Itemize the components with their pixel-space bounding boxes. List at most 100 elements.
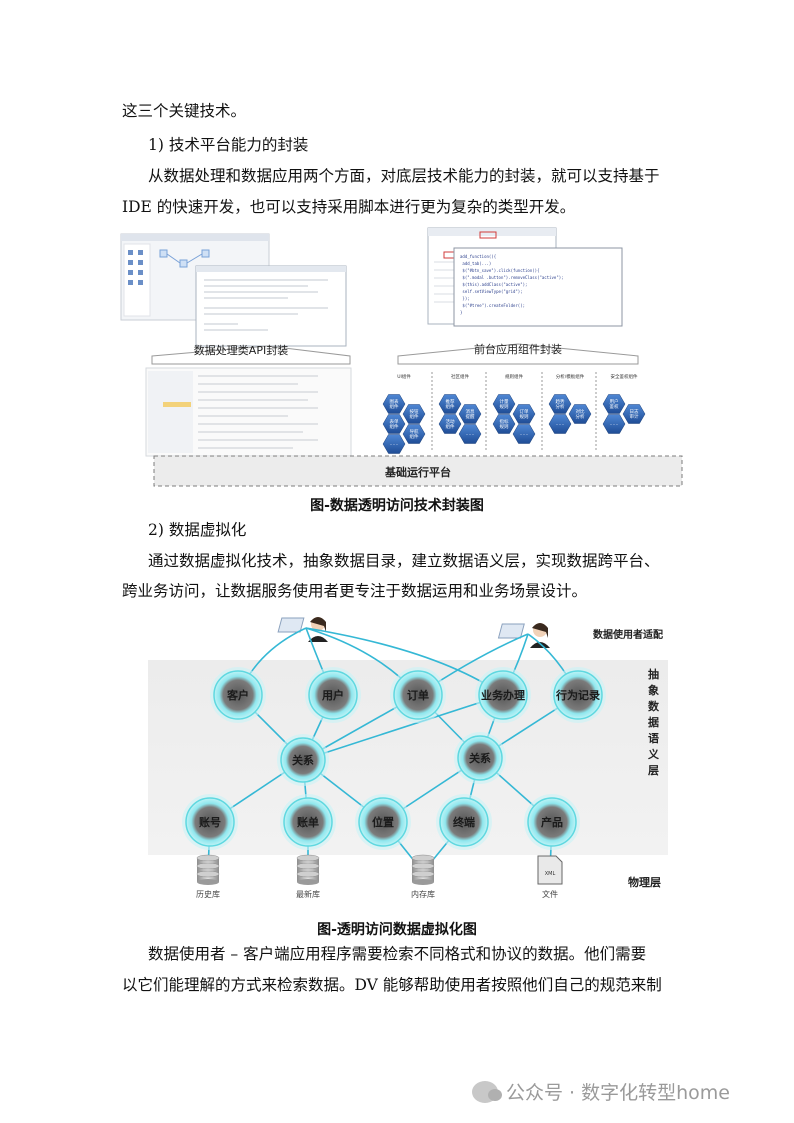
component-hexagon <box>402 424 426 444</box>
paragraph-consumer-2: 以它们能理解的方式来检索数据。DV 能够帮助使用者按照他们自己的规范来制 <box>122 976 662 994</box>
component-hexagon <box>458 424 482 444</box>
banner-right: 前台应用组件封装 <box>397 342 639 365</box>
figure-virtualization: 客户用户订单业务办理行为记录关系关系账号账单位置终端产品 历史库最新库内存库XM… <box>148 612 668 899</box>
watermark-text: 公众号 · 数字化转型home <box>506 1082 730 1104</box>
relation-node <box>280 737 326 783</box>
component-hexagon <box>548 414 572 434</box>
code-screenshot-front: add_function(){ add_tab(...) $("#btn_sav… <box>453 247 623 327</box>
semantic-node-label: 用户 <box>322 688 344 702</box>
component-hexagon <box>602 414 626 434</box>
component-group-label: UI组件 <box>397 373 411 380</box>
component-hexagon <box>382 394 406 414</box>
component-hexagon <box>438 414 462 434</box>
paragraph-intro: 这三个关键技术。 <box>122 102 247 120</box>
semantic-node <box>185 797 235 847</box>
base-platform: 基础运行平台 <box>153 455 683 487</box>
database-store: 内存库 <box>411 854 435 899</box>
svg-text:add_function(){ add_tab(...): add_function(){ add_tab(...) $("#btn_sav… <box>460 254 564 315</box>
component-groups: UI组件图表组件按钮组件表单组件导航组件……社区组件推荐组件消息提醒活动组件……… <box>382 372 646 454</box>
database-icon <box>412 858 434 866</box>
component-hexagon-label: 导航组件 <box>410 428 419 440</box>
semantic-node <box>283 797 333 847</box>
code-line: $(this).addClass("active"); <box>460 282 527 287</box>
semantic-node <box>308 670 358 720</box>
component-hexagon <box>622 404 646 424</box>
physical-layer-label: 物理层 <box>628 875 661 889</box>
component-hexagon <box>568 404 592 424</box>
semantic-node-label: 位置 <box>372 815 394 829</box>
store-label: 历史库 <box>196 889 220 899</box>
banner-left: 数据处理类API封装 <box>151 343 351 365</box>
heading-platform-encapsulation: 1) 技术平台能力的封装 <box>148 136 309 154</box>
semantic-node-label: 订单 <box>407 688 429 702</box>
code-line: } <box>460 310 462 315</box>
semantic-node-label: 账号 <box>199 815 221 829</box>
paragraph-encapsulation-1: 从数据处理和数据应用两个方面，对底层技术能力的封装，就可以支持基于 <box>148 167 660 185</box>
component-hexagon <box>382 434 406 454</box>
component-hexagon <box>458 404 482 424</box>
paragraph-virtualization-2: 跨业务访问，让数据服务使用者更专注于数据运用和业务场景设计。 <box>122 582 588 600</box>
semantic-layer-label: 抽象数据语义层 <box>647 667 660 777</box>
component-hexagon-label: 活动组件 <box>446 418 455 430</box>
code-line: $(".modal .button").removeClass("active"… <box>460 275 564 280</box>
component-hexagon <box>548 394 572 414</box>
semantic-node <box>478 670 528 720</box>
component-hexagon <box>402 404 426 424</box>
semantic-node <box>393 670 443 720</box>
component-hexagon-label: …… <box>520 432 529 437</box>
ide-screenshot-front <box>195 265 347 347</box>
database-store: 历史库 <box>196 854 220 899</box>
component-hexagon-label: 按钮组件 <box>410 408 419 420</box>
graph-edge <box>302 694 504 761</box>
figure-encapsulation: add_function(){ add_tab(...) $("#btn_sav… <box>120 227 683 487</box>
component-hexagon <box>492 394 516 414</box>
code-line: $("#tree").createFolder(); <box>460 303 525 308</box>
database-icon <box>297 874 319 882</box>
banner-left-label: 数据处理类API封装 <box>194 343 288 357</box>
component-hexagon-label: 用户鉴权 <box>610 398 619 410</box>
store-label: 文件 <box>542 889 558 899</box>
component-hexagon-label: 图表组件 <box>390 398 399 410</box>
semantic-node <box>553 670 603 720</box>
component-hexagon-label: 趋势分析 <box>556 398 565 410</box>
component-hexagon <box>438 394 462 414</box>
code-line: }); <box>460 296 470 301</box>
component-hexagon <box>512 404 536 424</box>
paragraph-virtualization-1: 通过数据虚拟化技术，抽象数据目录，建立数据语义层，实现数据跨平台、 <box>148 552 660 570</box>
component-hexagon-label: 计量规则 <box>500 398 509 410</box>
semantic-node-label: 行为记录 <box>555 688 600 702</box>
semantic-node-label: 产品 <box>541 815 563 829</box>
component-group-label: 规则组件 <box>505 373 523 380</box>
component-group-label: 安全鉴权组件 <box>611 373 638 380</box>
component-hexagon-label: 表单组件 <box>390 418 399 430</box>
semantic-node-label: 业务办理 <box>481 688 525 702</box>
relation-node-label: 关系 <box>469 751 491 765</box>
database-icon <box>197 866 219 874</box>
semantic-node <box>213 670 263 720</box>
database-icon <box>412 866 434 874</box>
component-hexagon-label: 订单规则 <box>520 408 529 420</box>
component-hexagon <box>602 394 626 414</box>
component-hexagon-label: …… <box>610 422 619 427</box>
code-line: self.setViewType("grid"); <box>460 289 523 294</box>
database-store: 最新库 <box>296 854 320 899</box>
component-hexagon <box>382 414 406 434</box>
semantic-node <box>439 797 489 847</box>
file-icon <box>537 855 563 885</box>
watermark: 公众号 · 数字化转型home <box>472 1078 730 1105</box>
banner-right-label: 前台应用组件封装 <box>474 342 562 356</box>
database-icon <box>412 874 434 882</box>
user-adapter-label: 数据使用者适配 <box>593 628 663 641</box>
component-hexagon-label: …… <box>466 432 475 437</box>
base-platform-label: 基础运行平台 <box>384 465 451 479</box>
database-icon <box>297 858 319 866</box>
code-line: add_tab(...) <box>460 261 491 266</box>
paragraph-consumer-1: 数据使用者 – 客户端应用程序需要检索不同格式和协议的数据。他们需要 <box>148 945 647 963</box>
component-hexagon-label: 对比分析 <box>576 408 585 420</box>
code-line: $("#btn_save").click(function(){ <box>460 268 539 273</box>
component-hexagon-label: …… <box>390 442 399 447</box>
semantic-node-label: 终端 <box>453 815 475 829</box>
component-group-label: 分析/模板组件 <box>556 373 585 380</box>
heading-data-virtualization: 2) 数据虚拟化 <box>148 521 247 539</box>
file-type-label: XML <box>545 871 556 877</box>
